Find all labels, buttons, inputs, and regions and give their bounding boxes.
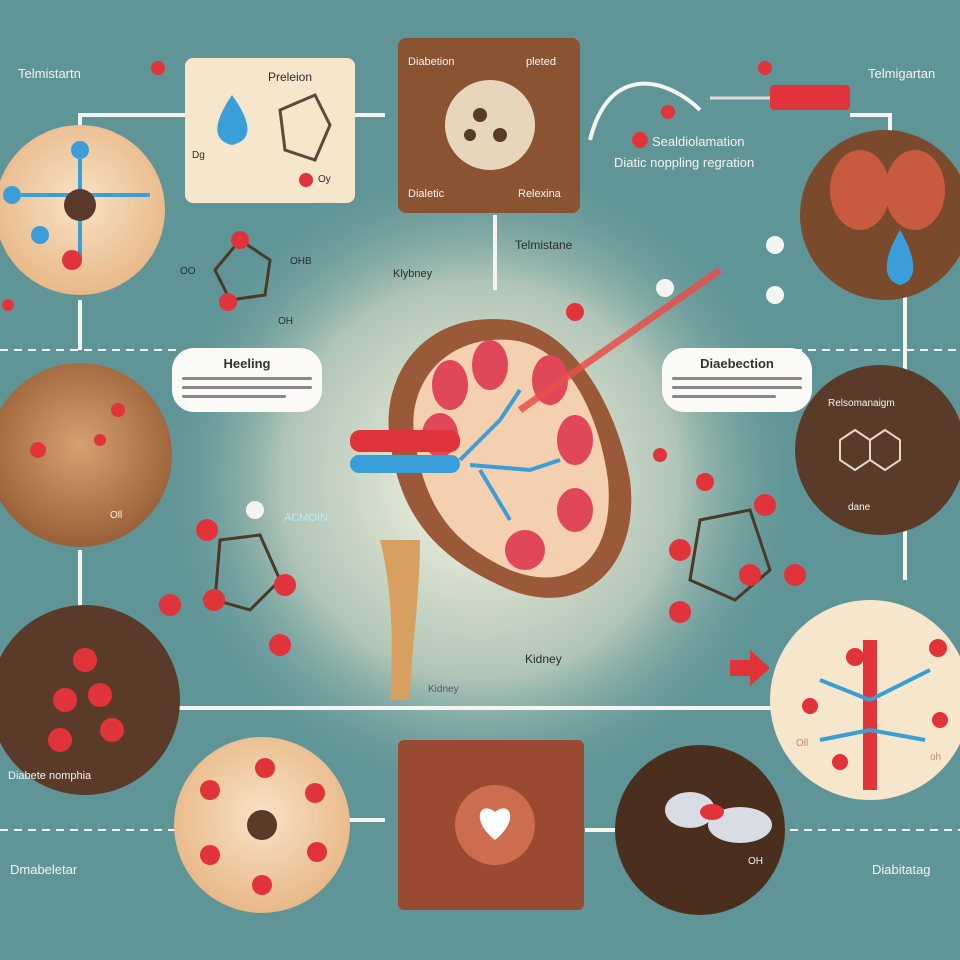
label-right-line2: Diatic noppling regration xyxy=(614,155,755,170)
label-oo: OO xyxy=(180,266,196,277)
label-top-right: Telmigartan xyxy=(868,66,936,81)
box1-sub2: Oy xyxy=(318,174,331,185)
info-bubble-diaebection: Diaebection xyxy=(662,348,812,412)
label-right-circle: Relsomanaigm xyxy=(828,398,895,409)
label-kidney-small: Kidney xyxy=(428,684,459,695)
label-bottom-left: Dmabeletar xyxy=(10,862,78,877)
label-left-circle-oh: Oll xyxy=(110,510,123,521)
label-right-oh1: Oll xyxy=(796,738,809,749)
label-right-line1: Sealdiolamation xyxy=(652,134,745,149)
label-right-oh2: oh xyxy=(930,752,942,763)
label-left-circle-bottom: Diabete nomphia xyxy=(8,770,92,782)
label-kidney-bottom: Kidney xyxy=(525,652,562,666)
label-center-top: Telmistane xyxy=(515,238,573,252)
flow-arrows xyxy=(78,81,907,832)
label-bottom-right: Diabitatag xyxy=(872,862,931,877)
box2-top-right: pleted xyxy=(526,56,556,68)
box2-bottom-right: Relexina xyxy=(518,188,561,200)
bubble-title: Heeling xyxy=(223,356,271,371)
box1-sub1: Dg xyxy=(192,150,205,161)
box1-title: Preleion xyxy=(268,70,313,84)
label-top-left: Telmistartn xyxy=(18,66,81,81)
box2-top-left: Diabetion xyxy=(408,56,455,68)
box2-bottom-left: Dialetic xyxy=(408,188,445,200)
label-acmoin: ACMOIN xyxy=(284,512,328,524)
bubble-title: Diaebection xyxy=(700,356,774,371)
label-right-circle-sub: dane xyxy=(848,502,871,513)
label-ohb: OHB xyxy=(290,256,312,267)
label-kidney-left: Klybney xyxy=(393,268,433,280)
label-oh: OH xyxy=(278,316,293,327)
info-bubble-healing: Heeling xyxy=(172,348,322,412)
label-pill-oh: OH xyxy=(748,856,763,867)
